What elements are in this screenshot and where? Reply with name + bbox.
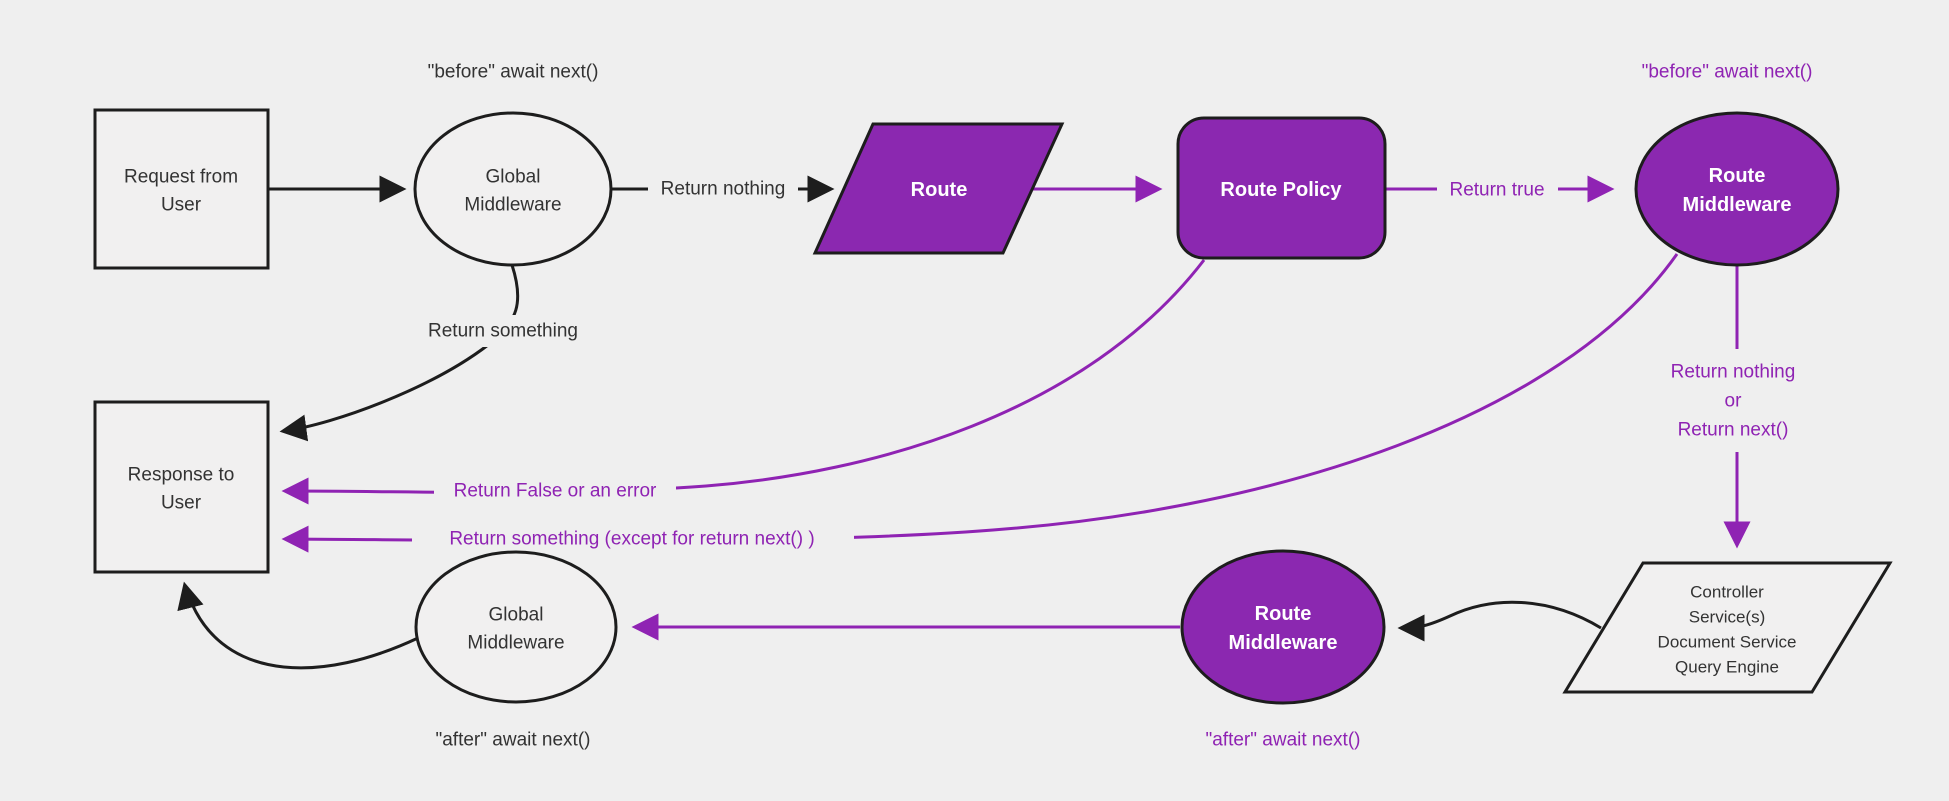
node-global-middleware-before: Global Middleware [413,111,613,267]
node-controller-line2: Service(s) [1689,608,1766,627]
node-global-middleware-after-line2: Middleware [467,633,564,654]
label-return-nothing-or-line2: or [1725,391,1743,412]
label-return-something-except: Return something (except for return next… [449,529,814,550]
label-bg-return-false [434,475,676,507]
node-global-middleware-before-line1: Global [486,167,541,188]
edge-global-after-to-response [177,581,419,670]
node-route-policy: Route Policy [1176,116,1387,260]
label-return-nothing: Return nothing [661,179,786,200]
node-global-middleware-before-line2: Middleware [464,195,561,216]
node-route-middleware-after-line2: Middleware [1229,632,1338,654]
label-before-await-next-global: "before" await next() [428,62,599,83]
node-request-user-line2: User [161,195,202,216]
node-response-user-line2: User [161,493,202,514]
label-return-false-or-error: Return False or an error [454,481,657,502]
edge-controller-to-routemw-after [1397,600,1602,642]
node-global-middleware-after-line1: Global [489,605,544,626]
edges [177,175,1751,670]
node-route-middleware-before-line1: Route [1709,165,1766,187]
node-response-user-line1: Response to [128,465,235,486]
edge-labels: "before" await next() Return nothing Ret… [408,62,1812,751]
label-after-await-next-route: "after" await next() [1206,730,1361,751]
node-controller-line3: Document Service [1658,633,1797,652]
label-return-nothing-or-line3: Return next() [1678,420,1789,441]
node-controller-stack: Controller Service(s) Document Service Q… [1562,561,1893,694]
label-bg-return-something-except [412,523,854,555]
label-return-true: Return true [1449,180,1544,201]
node-global-middleware-after: Global Middleware [414,550,618,704]
node-route-policy-label: Route Policy [1220,179,1342,201]
nodes: Request from User Global Middleware Rout… [93,108,1893,705]
label-return-nothing-or-line1: Return nothing [1671,362,1796,383]
label-bg-return-something [408,315,598,347]
label-before-await-next-route: "before" await next() [1642,62,1813,83]
node-request-user-line1: Request from [124,167,238,188]
node-route-middleware-before: Route Middleware [1634,111,1840,267]
node-controller-line1: Controller [1690,583,1764,602]
label-return-something: Return something [428,321,578,342]
node-controller-line4: Query Engine [1675,658,1779,677]
label-after-await-next-global: "after" await next() [436,730,591,751]
node-route: Route [812,122,1065,255]
node-response-user: Response to User [93,400,270,574]
node-route-middleware-after-line1: Route [1255,603,1312,625]
node-route-label: Route [911,179,968,201]
edge-policy-return-false [281,259,1206,505]
edge-global-return-something [279,264,520,442]
node-request-user: Request from User [93,108,270,270]
node-route-middleware-before-line2: Middleware [1683,194,1792,216]
node-route-middleware-after: Route Middleware [1180,549,1386,705]
